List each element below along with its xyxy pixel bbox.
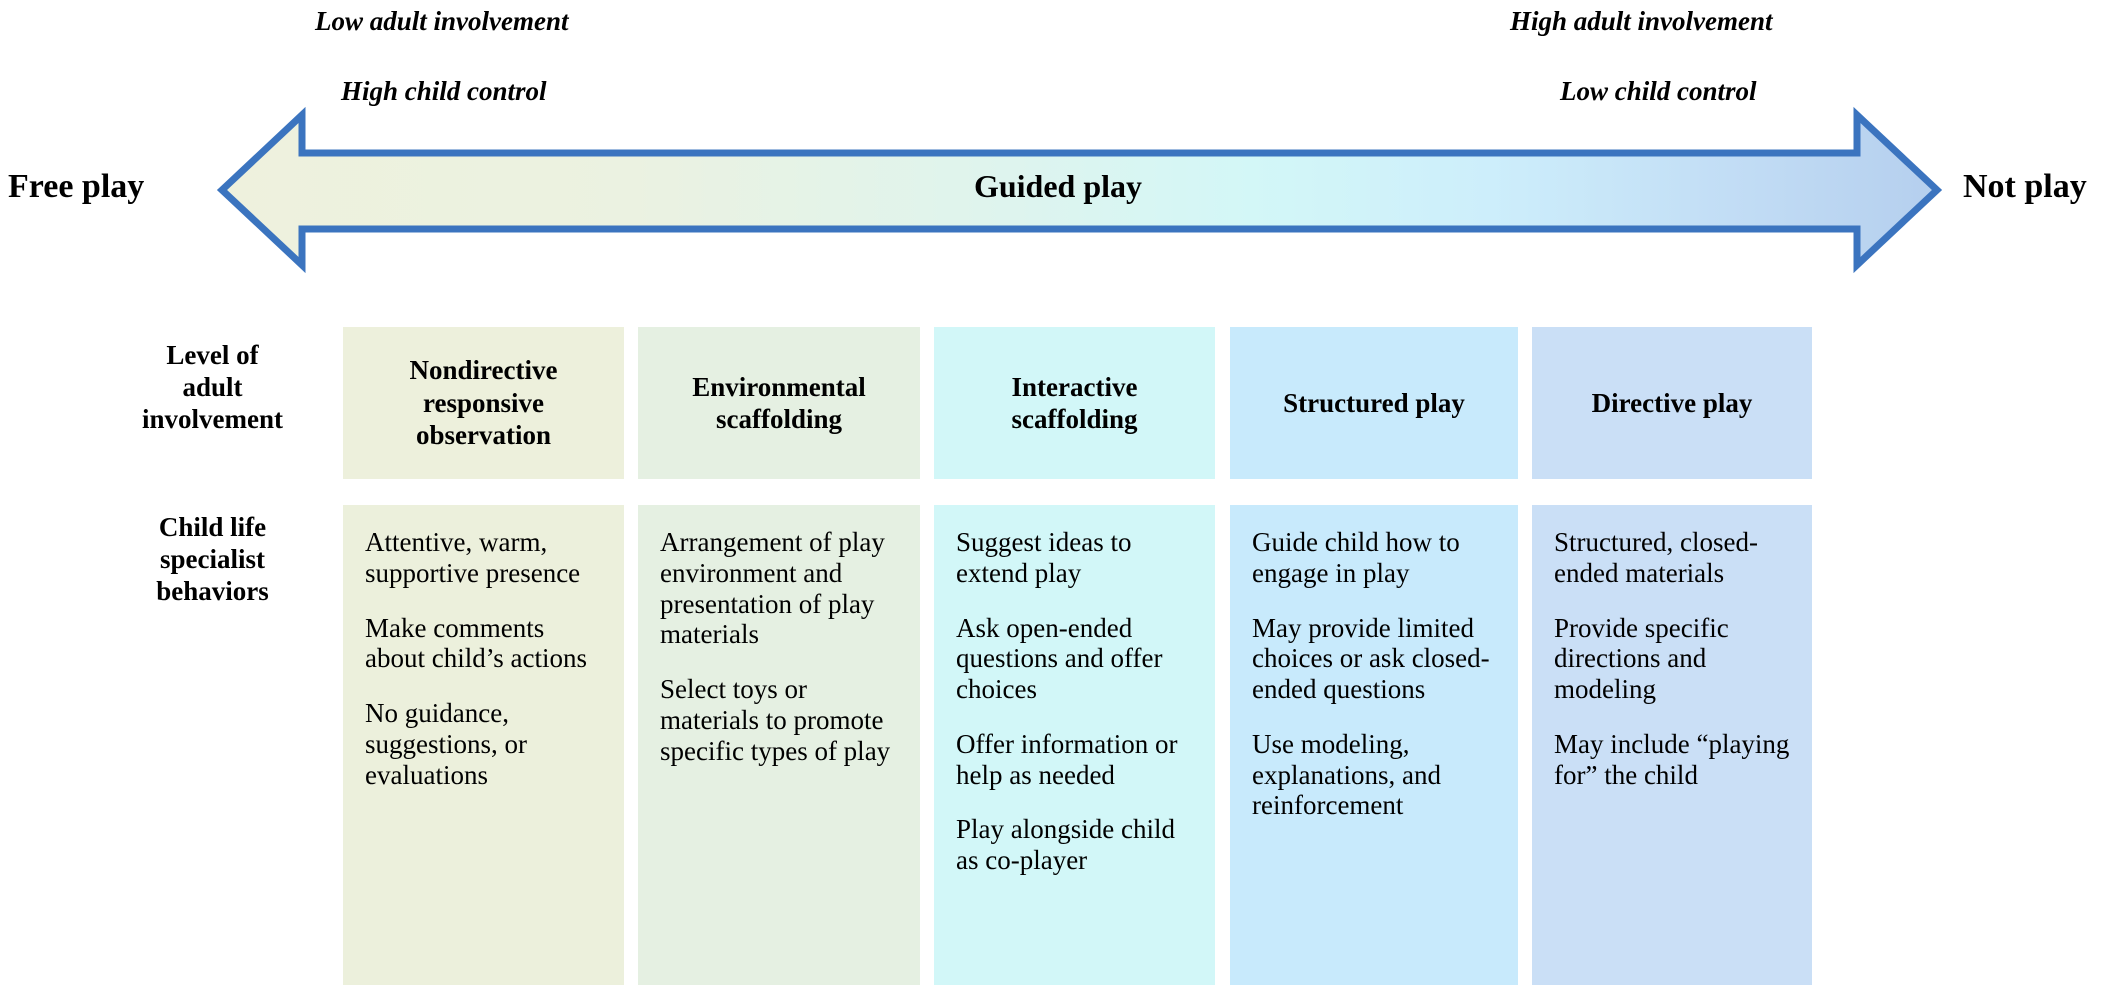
behavior-item: Structured, closed-ended materials	[1554, 527, 1758, 588]
caption-high-adult-involvement: High adult involvement	[1510, 6, 1773, 36]
behavior-item: Use modeling, explanations, and reinforc…	[1252, 728, 1441, 821]
row-label-line: involvement	[142, 403, 283, 434]
row-label-line: behaviors	[156, 575, 269, 606]
header-cell-line: scaffolding	[1011, 404, 1138, 434]
behavior-item: Attentive, warm, supportive presence	[365, 527, 581, 588]
row-label-line: adult	[182, 371, 243, 402]
behavior-item: Select toys or materials to promote spec…	[660, 674, 891, 766]
row-label-line: Level of	[166, 340, 259, 370]
header-cell-structured-play[interactable]: Structured play	[1230, 327, 1518, 479]
behavior-item: May provide limited choices or ask close…	[1252, 612, 1490, 705]
row-label-child-life-specialist-behaviors: Child life specialist behaviors	[100, 512, 325, 608]
behavior-item: No guidance, suggestions, or evaluations	[365, 698, 527, 790]
header-cell-line: responsive	[422, 387, 544, 418]
row-label-line: specialist	[160, 543, 265, 574]
caption-low-child-control: Low child control	[1560, 76, 1757, 106]
behavior-item: Guide child how to engage in play	[1252, 527, 1460, 588]
row-label-line: Child life	[158, 512, 267, 542]
behavior-item: Offer information or help as needed	[956, 728, 1178, 790]
row-label-level-of-adult-involvement: Level of adult involvement	[100, 340, 325, 436]
header-cell-line: Structured play	[1283, 387, 1465, 418]
behavior-item: Arrangement of play environment and pres…	[660, 527, 885, 650]
header-cell-line: scaffolding	[715, 404, 842, 434]
header-cell-text: Structured play	[1283, 387, 1465, 419]
header-cell-text: Directive play	[1592, 387, 1753, 419]
header-cell-directive-play[interactable]: Directive play	[1532, 327, 1812, 479]
header-cell-line: Interactive	[1011, 371, 1138, 402]
header-cell-line: Nondirective	[409, 355, 558, 386]
header-cell-line: Environmental	[692, 371, 866, 402]
behavior-item: Make comments about child’s actions	[365, 612, 587, 674]
behavior-item: Ask open-ended questions and offer choic…	[956, 612, 1163, 705]
body-cell-environmental-scaffolding[interactable]: Arrangement of play environment and pres…	[638, 505, 920, 985]
behavior-item: Play alongside child as co-player	[956, 814, 1175, 876]
caption-high-child-control: High child control	[341, 76, 547, 106]
pole-label-free-play: Free play	[8, 168, 145, 205]
pole-label-not-play: Not play	[1963, 168, 2087, 205]
caption-low-adult-involvement: Low adult involvement	[315, 6, 569, 36]
header-cell-line: observation	[415, 420, 551, 451]
double-headed-arrow-icon	[216, 106, 1943, 274]
behavior-item: May include “playing for” the child	[1554, 728, 1790, 790]
behavior-item: Provide specific directions and modeling	[1554, 612, 1729, 705]
behavior-item: Suggest ideas to extend play	[956, 527, 1132, 588]
header-cell-line: Directive play	[1591, 387, 1753, 418]
